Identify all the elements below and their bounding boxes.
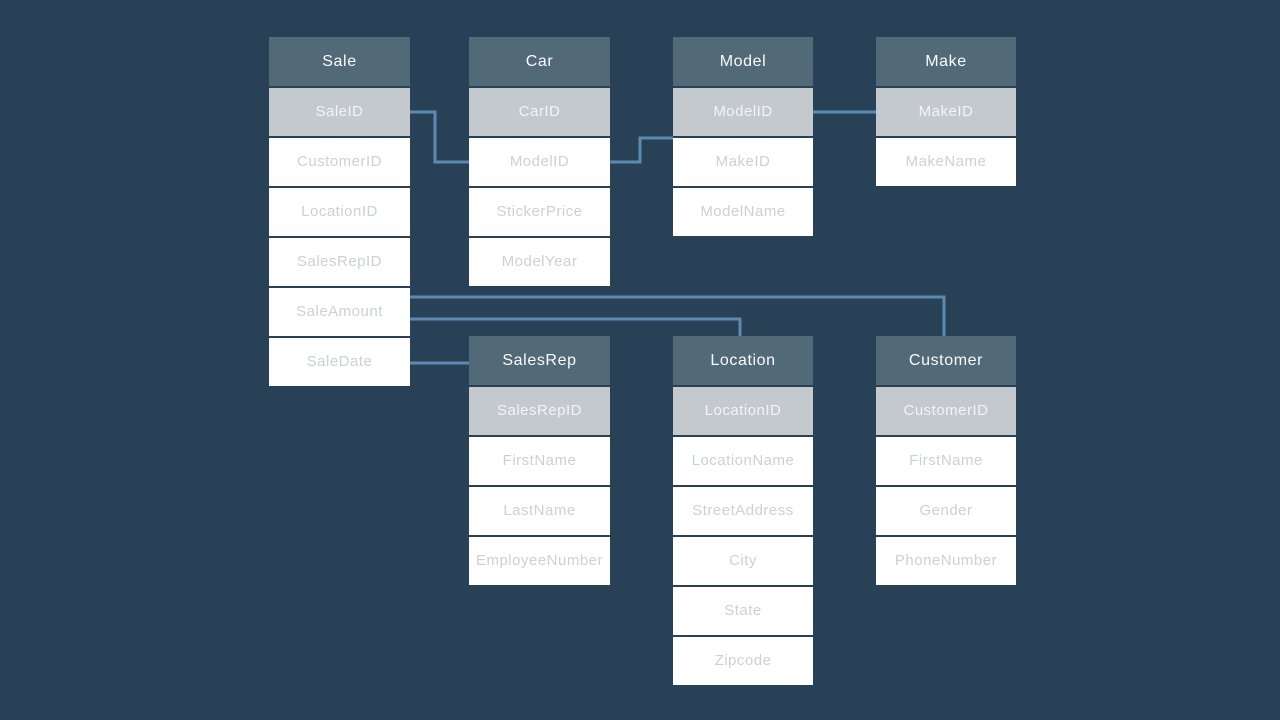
table-row-firstname: FirstName bbox=[876, 437, 1016, 485]
table-row-carid: CarID bbox=[469, 88, 610, 136]
table-row-locationname: LocationName bbox=[673, 437, 813, 485]
table-row-makename: MakeName bbox=[876, 138, 1016, 186]
table-row-modelyear: ModelYear bbox=[469, 238, 610, 286]
table-row-saledate: SaleDate bbox=[269, 338, 410, 386]
table-row-modelname: ModelName bbox=[673, 188, 813, 236]
table-row-employeenumber: EmployeeNumber bbox=[469, 537, 610, 585]
table-row-salesrepid: SalesRepID bbox=[269, 238, 410, 286]
table-row-saleid: SaleID bbox=[269, 88, 410, 136]
table-row-lastname: LastName bbox=[469, 487, 610, 535]
table-row-makeid: MakeID bbox=[673, 138, 813, 186]
table-header-model: Model bbox=[673, 37, 813, 86]
table-row-customerid: CustomerID bbox=[876, 387, 1016, 435]
table-header-make: Make bbox=[876, 37, 1016, 86]
table-row-gender: Gender bbox=[876, 487, 1016, 535]
table-row-streetaddress: StreetAddress bbox=[673, 487, 813, 535]
table-header-sale: Sale bbox=[269, 37, 410, 86]
connector-sale-saleid-to-car-modelid bbox=[410, 110, 469, 164]
table-row-phonenumber: PhoneNumber bbox=[876, 537, 1016, 585]
connector-sale-to-customer bbox=[410, 295, 946, 340]
table-header-salesrep: SalesRep bbox=[469, 336, 610, 385]
table-header-location: Location bbox=[673, 336, 813, 385]
table-row-customerid: CustomerID bbox=[269, 138, 410, 186]
table-row-modelid: ModelID bbox=[673, 88, 813, 136]
table-row-saleamount: SaleAmount bbox=[269, 288, 410, 336]
table-row-zipcode: Zipcode bbox=[673, 637, 813, 685]
table-row-modelid: ModelID bbox=[469, 138, 610, 186]
table-row-state: State bbox=[673, 587, 813, 635]
table-row-firstname: FirstName bbox=[469, 437, 610, 485]
connector-car-modelid-to-model bbox=[610, 136, 673, 164]
table-row-makeid: MakeID bbox=[876, 88, 1016, 136]
table-row-locationid: LocationID bbox=[673, 387, 813, 435]
table-row-city: City bbox=[673, 537, 813, 585]
table-header-car: Car bbox=[469, 37, 610, 86]
table-row-salesrepid: SalesRepID bbox=[469, 387, 610, 435]
connector-sale-to-location bbox=[410, 317, 742, 340]
table-header-customer: Customer bbox=[876, 336, 1016, 385]
table-row-locationid: LocationID bbox=[269, 188, 410, 236]
table-row-stickerprice: StickerPrice bbox=[469, 188, 610, 236]
